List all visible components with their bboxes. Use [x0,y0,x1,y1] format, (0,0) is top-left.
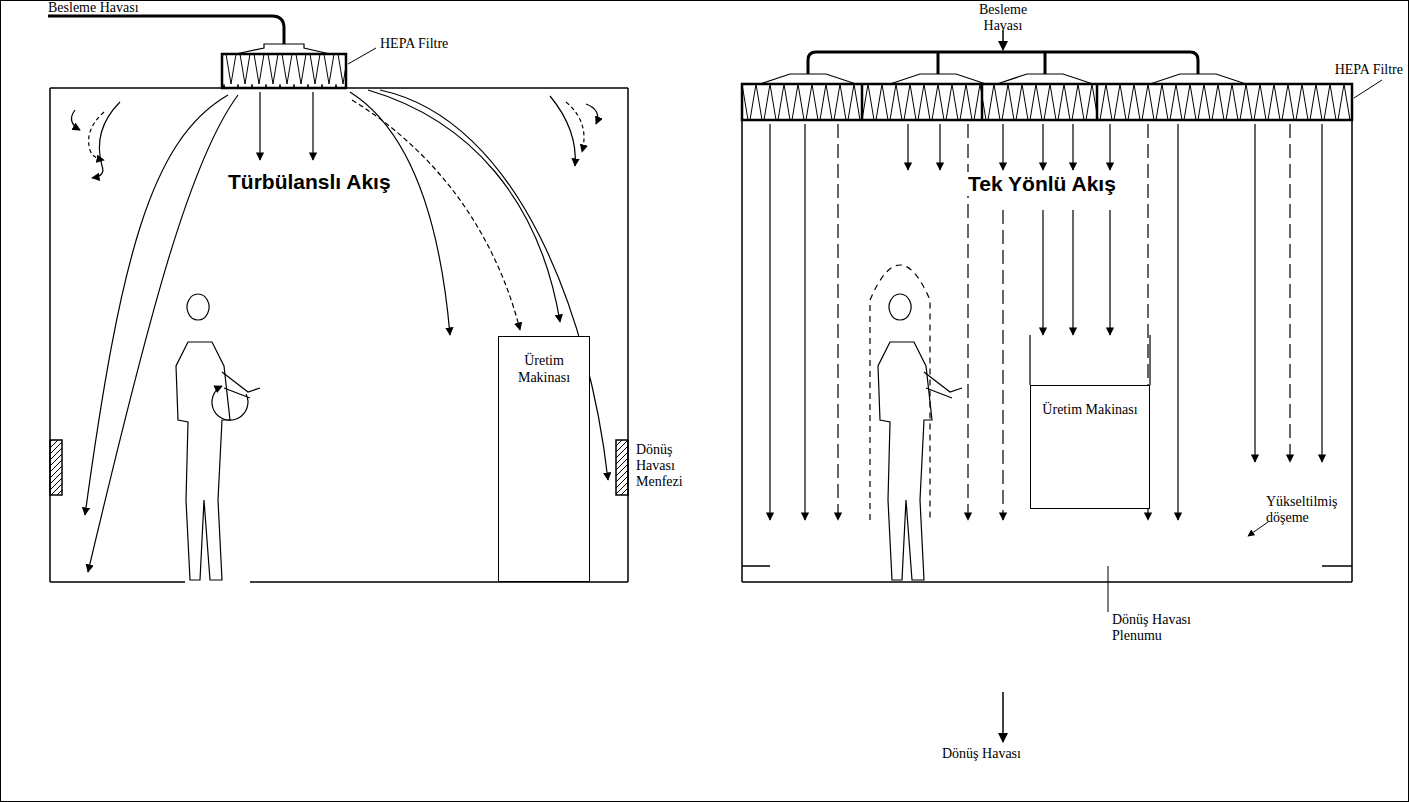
return-air-label: Dönüş Havası [942,746,1021,762]
flow-title: Tek Yönlü Akış [965,172,1119,196]
floor-label: Yükseltilmiş döşeme [1266,494,1362,526]
vent-label: Dönüş Havası Menfezi [636,442,696,490]
plenum-label: Dönüş Havası Plenumu [1112,612,1212,644]
machine-label: Üretim Makinası [1031,386,1149,423]
machine-box: Üretim Makinası [1030,385,1150,509]
supply-air-label: Besleme Havası [968,2,1038,34]
machine-box: Üretim Makinası [498,336,590,582]
flow-title: Türbülanslı Akış [225,170,394,194]
filter-label: HEPA Filtre [380,36,448,52]
filter-label: HEPA Filtre [1335,62,1403,78]
supply-air-label: Besleme Havası [48,0,139,16]
machine-label: Üretim Makinası [499,337,589,391]
